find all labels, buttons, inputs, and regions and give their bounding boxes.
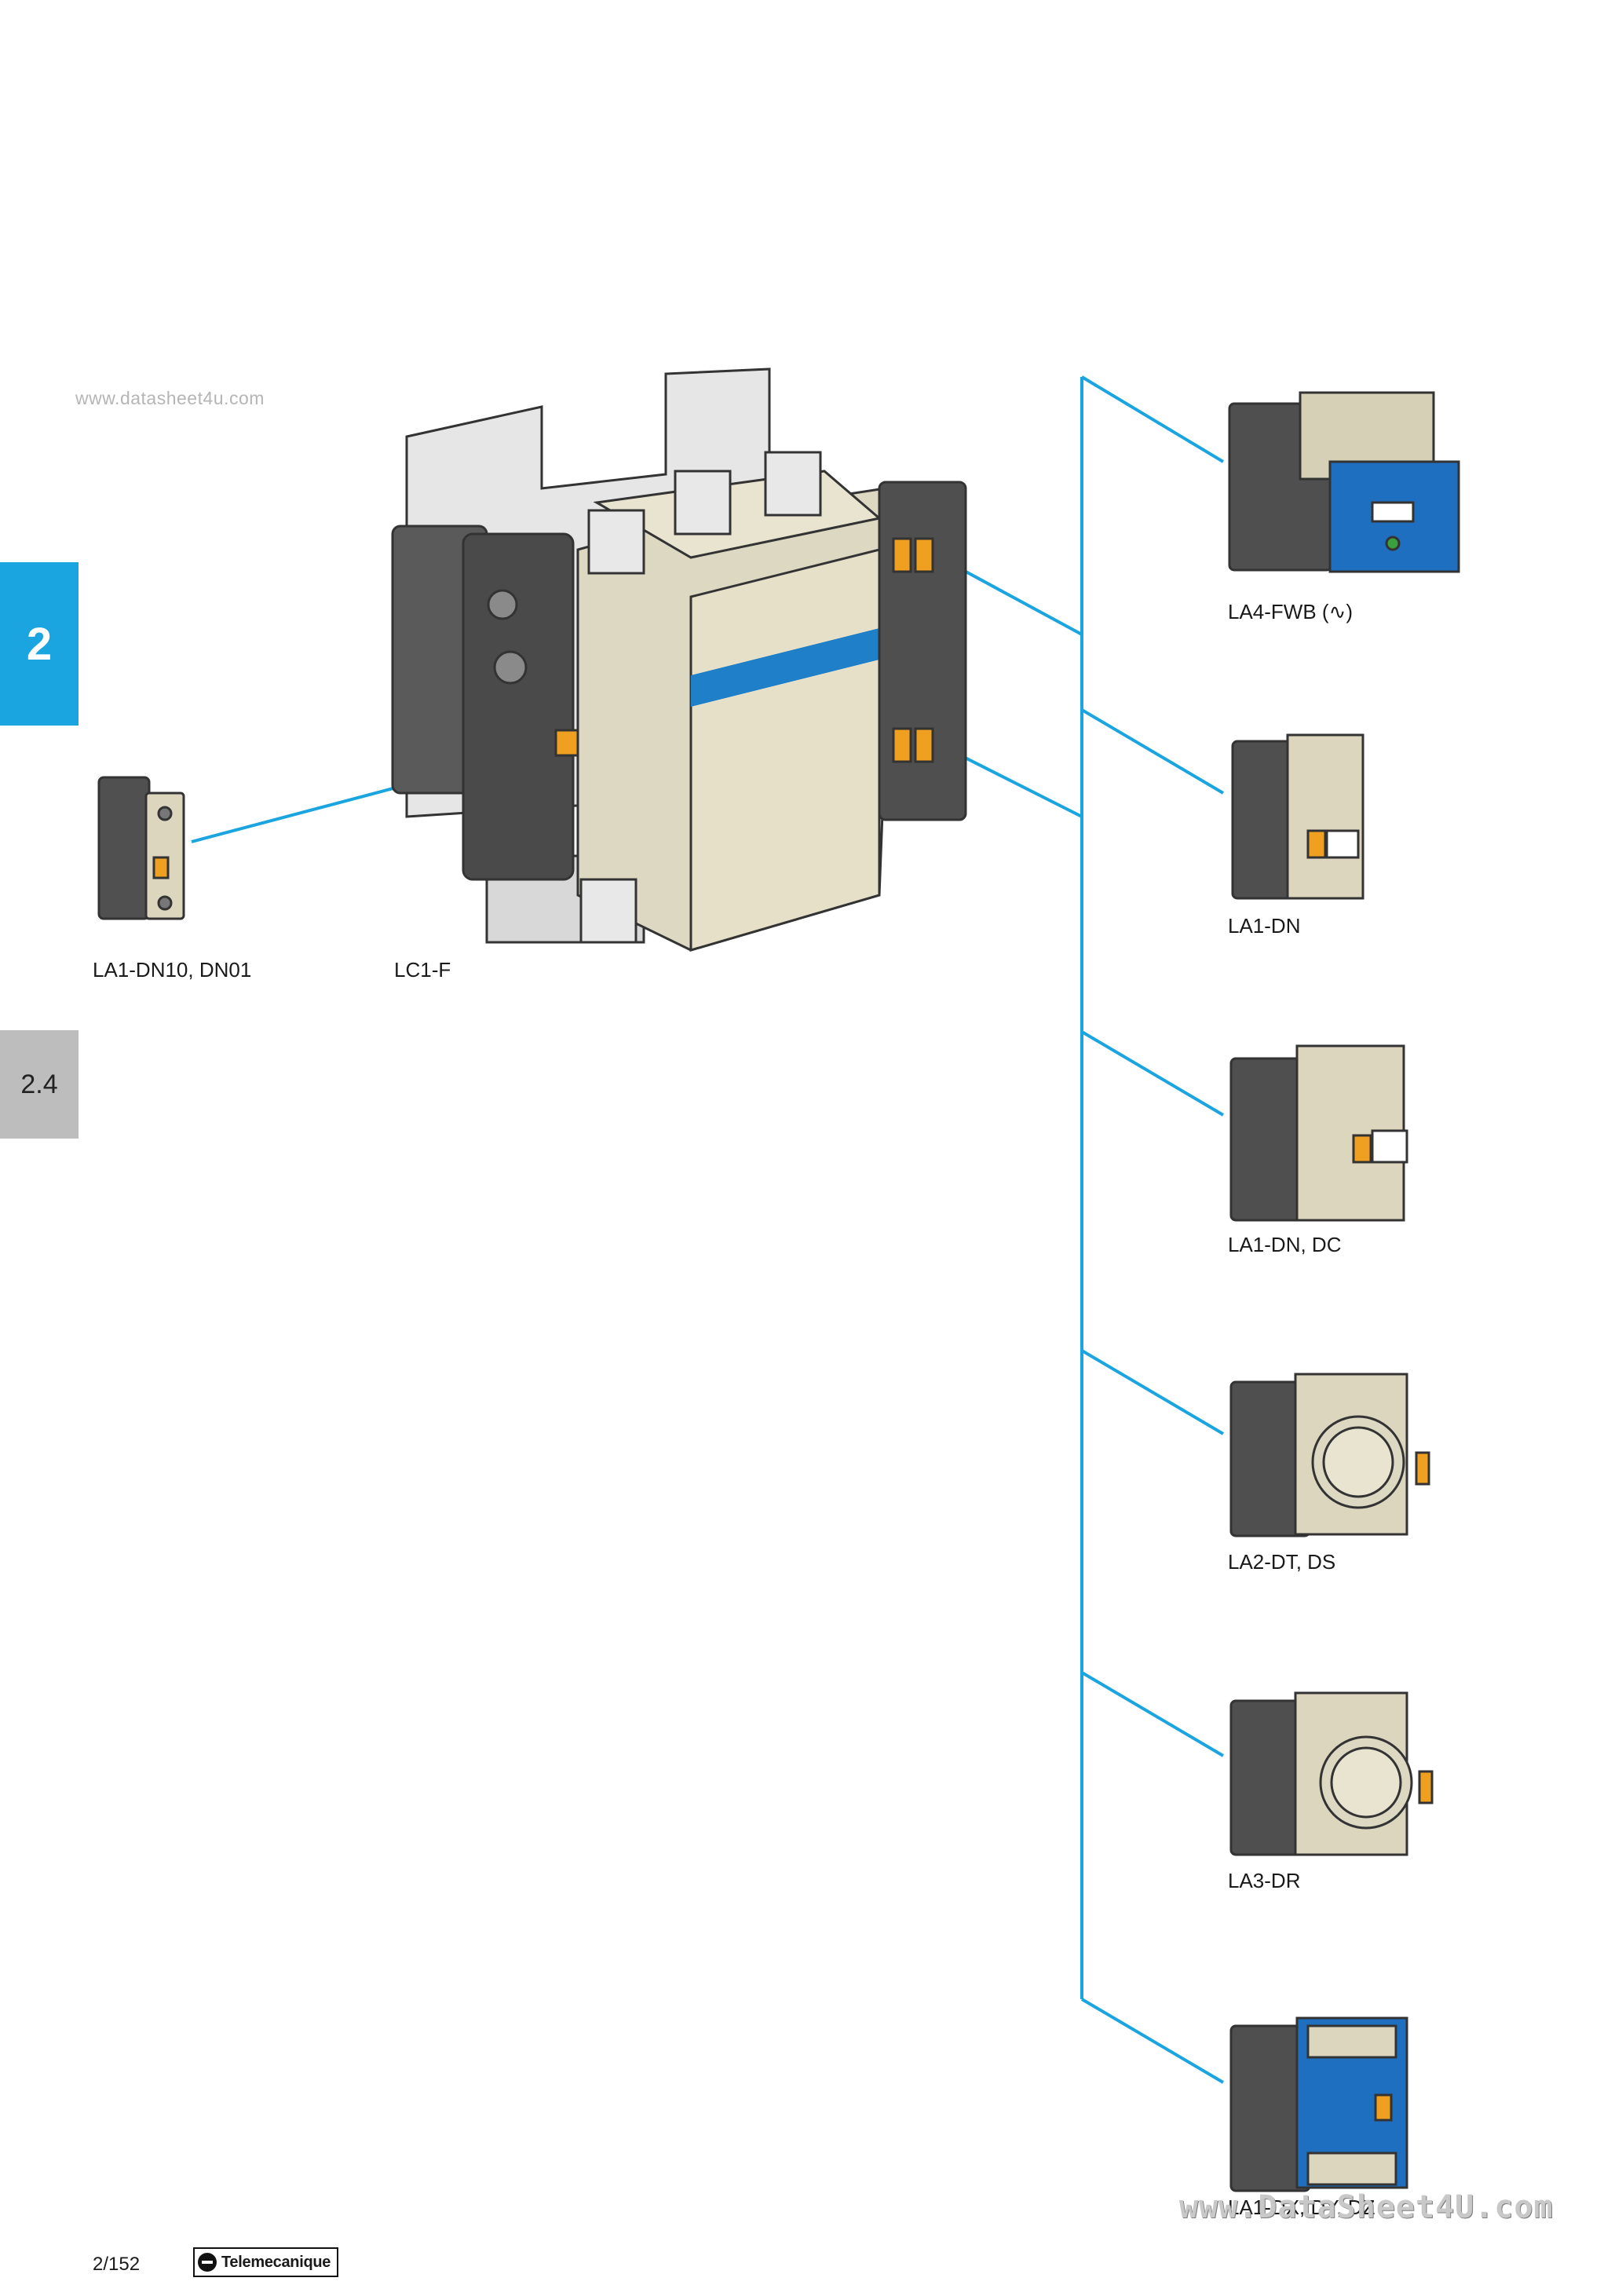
chapter-tab[interactable]: 2 [0, 562, 79, 726]
accessory-la2-dt [1229, 1373, 1430, 1537]
accessory-label-la4-fwb: LA4-FWB (∿) [1228, 600, 1353, 623]
main-product-label: LC1-F [394, 958, 451, 982]
connector-la2-dt [1080, 1349, 1225, 1435]
side-contact-la1-dn10 [97, 776, 185, 920]
accessory-label-la1-dn-dc: LA1-DN, DC [1228, 1233, 1342, 1256]
page-number: 2/152 [93, 2254, 141, 2275]
connector-la1-dn [1080, 708, 1225, 795]
side-contact-label: LA1-DN10, DN01 [93, 958, 252, 982]
footer-watermark[interactable]: www.DataSheet4U.com [1179, 2189, 1554, 2225]
brand-logo: Telemecanique [193, 2247, 339, 2277]
contactor-lc1-f [391, 367, 967, 952]
accessory-la3-dr [1229, 1691, 1434, 1856]
accessory-label-la2-dt: LA2-DT, DS [1228, 1550, 1336, 1574]
accessory-label-la1-dn: LA1-DN [1228, 914, 1301, 938]
accessory-label-la3-dr: LA3-DR [1228, 1869, 1301, 1892]
connector-la3-dr [1080, 1671, 1225, 1757]
telemecanique-icon [198, 2253, 217, 2272]
section-tab[interactable]: 2.4 [0, 1030, 79, 1139]
accessory-la1-dn-dc [1229, 1044, 1408, 1222]
connector-la4-fwb [1080, 375, 1225, 463]
connector-la1-dn-dc [1080, 1030, 1225, 1117]
accessory-la1-dn [1231, 733, 1364, 900]
header-watermark[interactable]: www.datasheet4u.com [75, 388, 265, 408]
accessory-la4-fwb [1228, 391, 1460, 573]
brand-name: Telemecanique [221, 2253, 331, 2271]
accessory-label-la1-dx: LA1-DX, DY, DZ [1228, 2195, 1375, 2219]
connector-la1-dx [1080, 1998, 1225, 2084]
accessory-la1-dx [1229, 2016, 1408, 2192]
